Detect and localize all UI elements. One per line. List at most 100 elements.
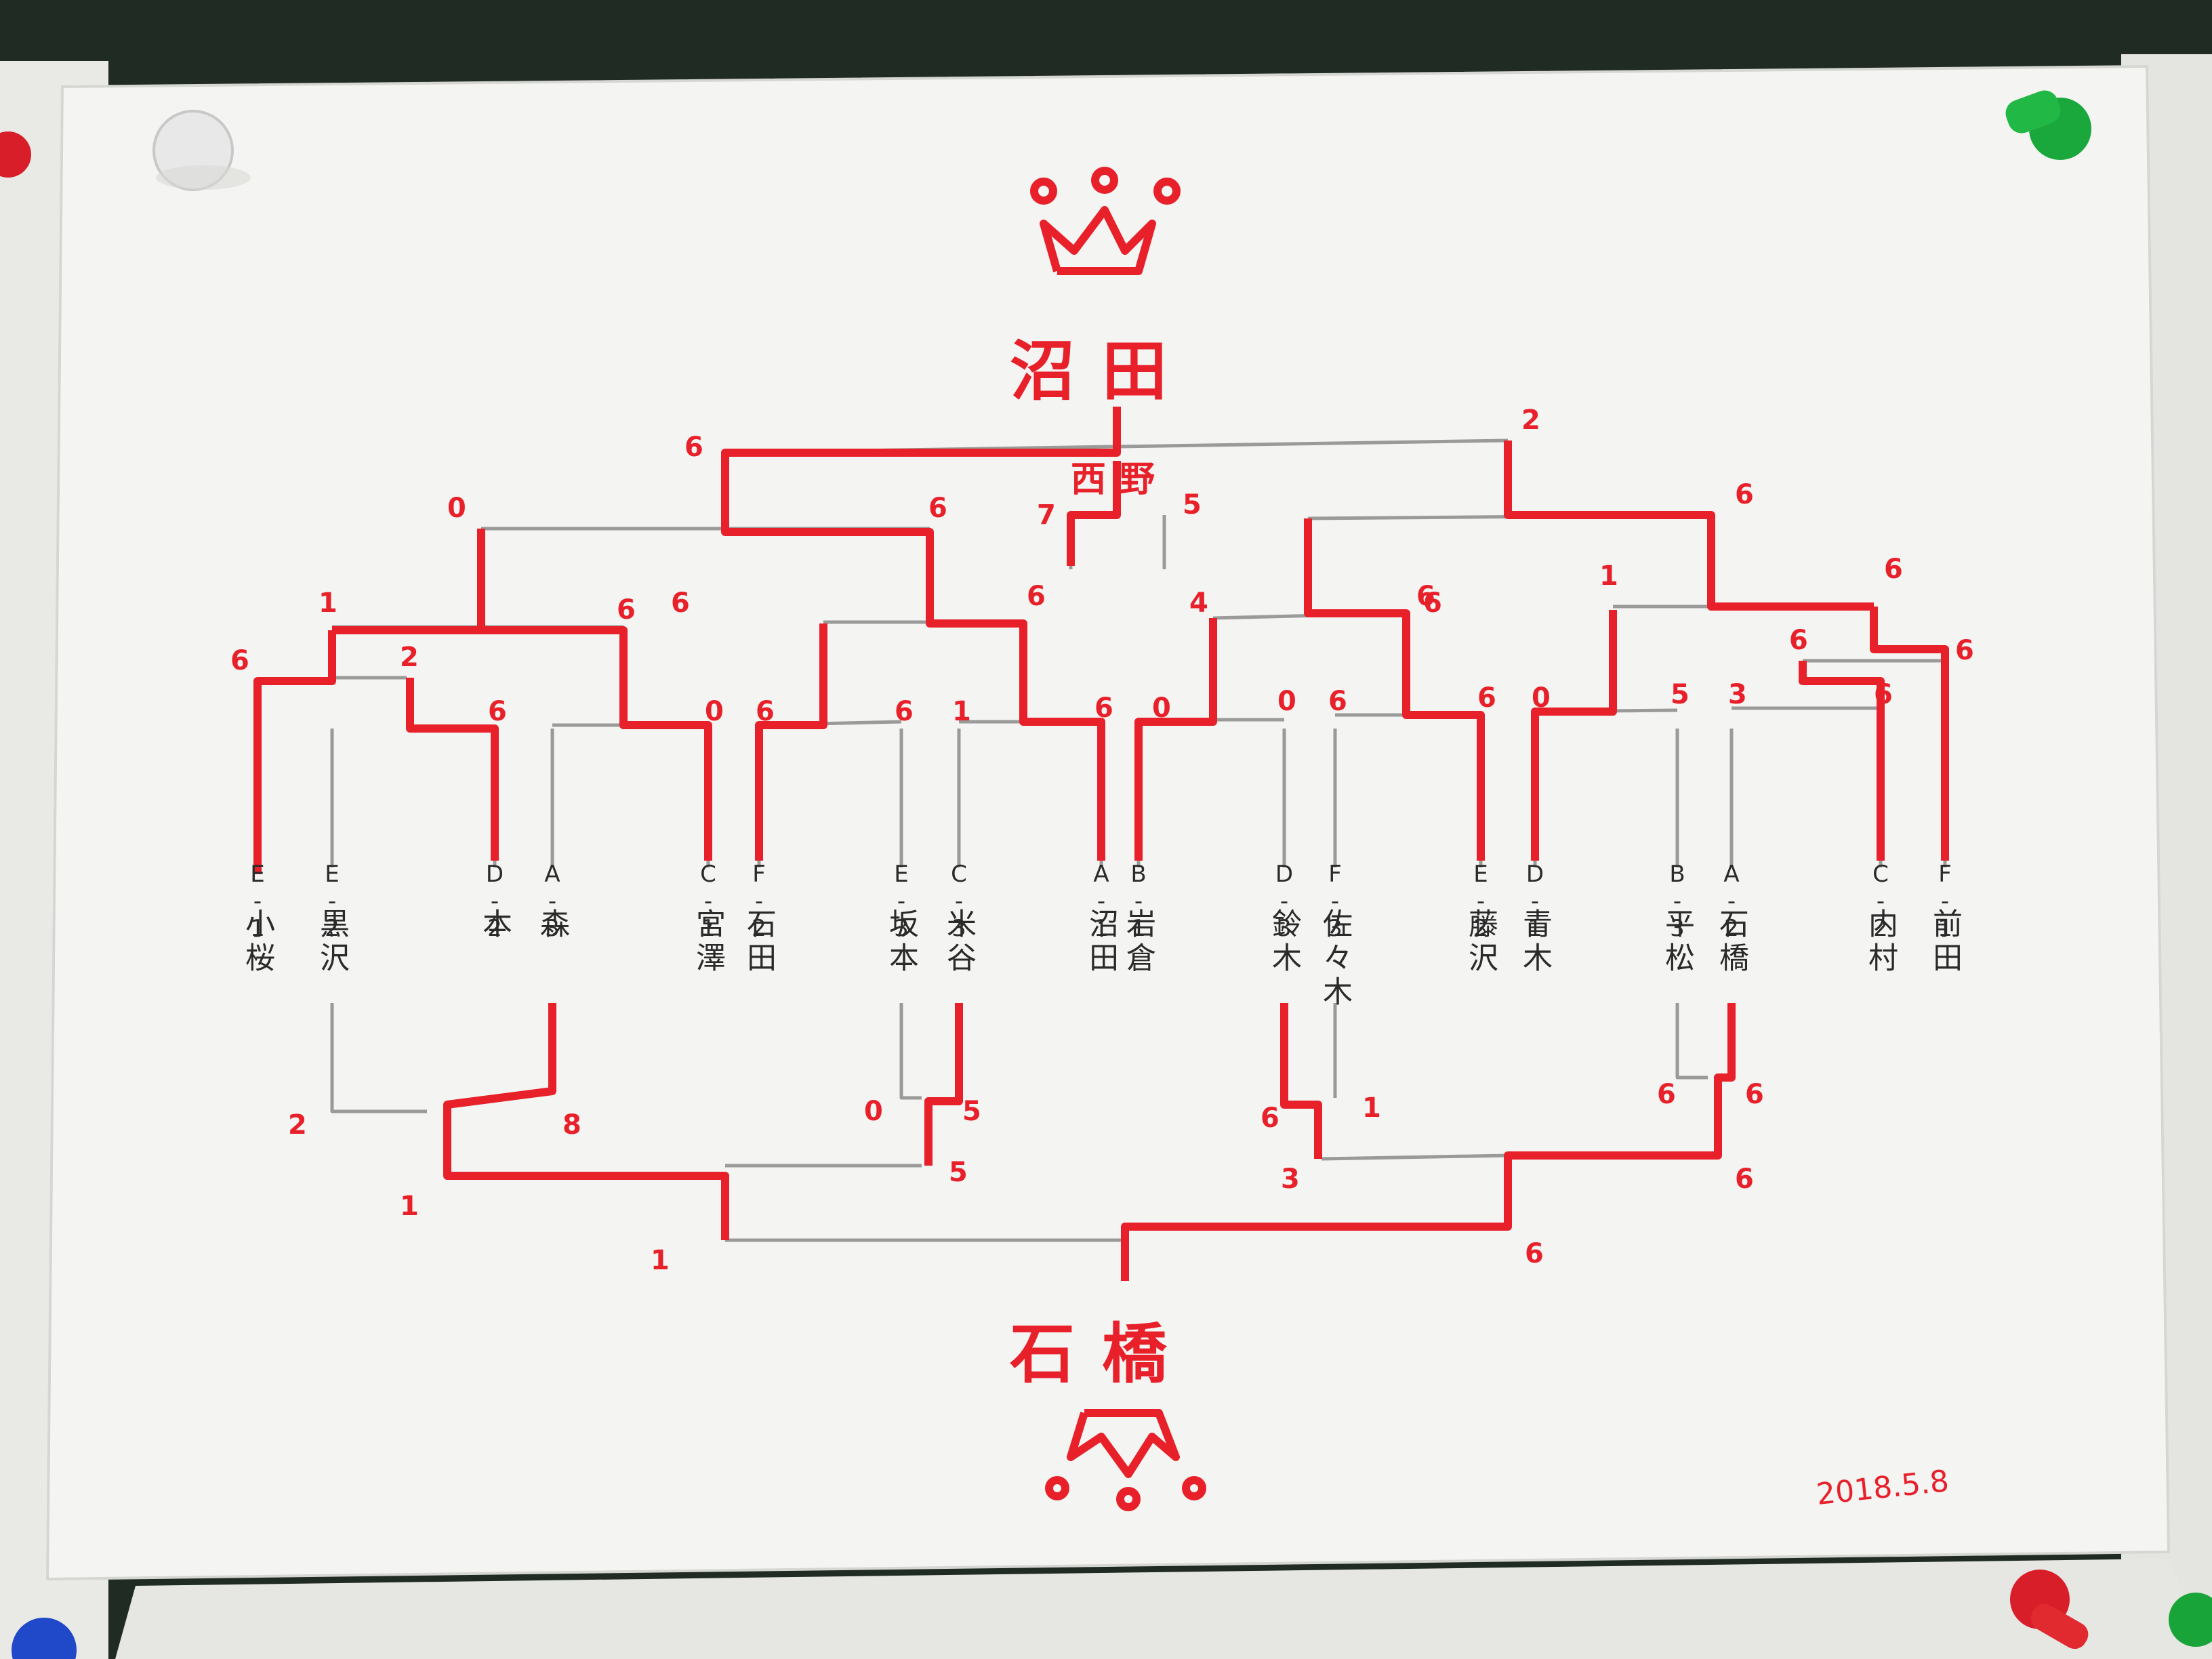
- bracket-line-winner: [721, 407, 1121, 861]
- player-name: 森: [535, 908, 569, 942]
- score-bottom: 6: [1261, 1103, 1279, 1134]
- player-name: 内村: [1863, 908, 1898, 976]
- score-top: 6: [1027, 581, 1046, 612]
- player-code: A-1: [1088, 861, 1115, 942]
- score-top: 6: [928, 493, 947, 524]
- score-bottom: 6: [1745, 1079, 1764, 1110]
- score-top: 1: [1599, 560, 1618, 592]
- score-top: 6: [230, 645, 249, 676]
- player-name: 平松: [1660, 908, 1694, 976]
- player-name: 岩倉: [1121, 908, 1155, 976]
- white-pin-icon: [152, 110, 251, 191]
- score-top: 0: [1152, 693, 1171, 724]
- player-code: F-3: [1322, 861, 1349, 942]
- score-top: 1: [319, 588, 337, 619]
- bracket-line-winner: [1121, 1003, 1736, 1281]
- score-bottom: 5: [949, 1157, 968, 1188]
- score-top: 0: [705, 696, 724, 727]
- score-top: 6: [1328, 686, 1347, 717]
- player-name: 黒沢: [314, 908, 349, 976]
- score-top: 6: [671, 588, 690, 619]
- score-top: 6: [1094, 693, 1113, 724]
- score-top: 1: [952, 696, 971, 727]
- player-name: 小桜: [240, 908, 274, 976]
- score-top: 2: [400, 642, 419, 673]
- score-top: 6: [1955, 635, 1974, 666]
- bracket-line-winner: [1870, 607, 1949, 861]
- player-name: 本: [477, 908, 512, 942]
- bracket-line: [330, 1003, 427, 1113]
- red-pin-icon: [0, 131, 2089, 1650]
- player-name: 前田: [1927, 908, 1962, 976]
- score-bottom: 0: [864, 1096, 883, 1127]
- blue-pin-icon: [12, 1618, 77, 1659]
- score-top: 6: [488, 696, 507, 727]
- score-top: 7: [1037, 499, 1056, 531]
- player-code: A-3: [539, 861, 566, 942]
- score-top: 5: [1671, 679, 1689, 710]
- player-code: C-2: [1867, 861, 1894, 942]
- player-code: E-2: [319, 861, 346, 942]
- score-bottom: 1: [400, 1191, 419, 1222]
- player-code: E-3: [888, 861, 915, 942]
- player-name: 沼田: [1084, 908, 1118, 976]
- bracket-line-winner: [1799, 661, 1885, 861]
- bracket-line: [1675, 1003, 1708, 1080]
- player-name: 石橋: [1714, 908, 1748, 976]
- player-name: 石田: [741, 908, 776, 976]
- player-name: 米谷: [941, 908, 976, 976]
- player-code: B-3: [1664, 861, 1691, 942]
- score-top: 6: [1477, 682, 1496, 714]
- score-top: 4: [1189, 588, 1208, 619]
- player-name: 坂本: [884, 908, 918, 976]
- score-top: 6: [1884, 554, 1903, 585]
- bracket-line-winner: [1304, 518, 1485, 861]
- player-code: A-2: [1718, 861, 1745, 942]
- bracket-line-winner: [755, 623, 827, 861]
- score-bottom: 5: [962, 1096, 981, 1127]
- champion-bottom-name: 石橋: [1010, 1316, 1194, 1392]
- bracket-line-winner: [406, 678, 499, 861]
- score-top: 6: [1416, 581, 1435, 612]
- score-top: 6: [617, 594, 636, 626]
- player-code: E-2: [1467, 861, 1494, 942]
- score-bottom: 3: [1281, 1164, 1300, 1195]
- bracket-line: [899, 1003, 922, 1100]
- bracket-line-winner: [1280, 1003, 1322, 1159]
- score-top: 6: [895, 696, 914, 727]
- score-bottom: 6: [1735, 1164, 1754, 1195]
- bracket-line-winner: [1504, 441, 1874, 611]
- score-top: 2: [1521, 405, 1540, 436]
- bracket-line-winner: [253, 630, 336, 874]
- score-top: 6: [1423, 588, 1442, 619]
- crown-icon: [1030, 167, 1181, 275]
- score-top: 5: [1183, 489, 1202, 520]
- score-top: 0: [447, 493, 466, 524]
- player-name: 鈴木: [1267, 908, 1301, 976]
- player-code: F-1: [1931, 861, 1959, 942]
- green-pin-icon: [2005, 90, 2091, 160]
- score-bottom: 1: [1362, 1092, 1381, 1124]
- player-code: C-3: [945, 861, 972, 942]
- final-line: [1067, 461, 1121, 566]
- player-code: E-1: [244, 861, 271, 942]
- player-code: D-3: [1271, 861, 1298, 942]
- bracket-line-winner: [1531, 610, 1617, 861]
- green-pin-icon: [2169, 1593, 2212, 1647]
- player-code: B-1: [1125, 861, 1152, 942]
- player-code: D-2: [481, 861, 508, 942]
- score-top: 0: [1532, 682, 1551, 714]
- score-top: 6: [1789, 625, 1808, 656]
- score-bottom: 2: [288, 1109, 307, 1141]
- bracket-line-winner: [443, 1003, 729, 1240]
- bracket-line-winner: [481, 626, 712, 861]
- player-name: 宮澤: [691, 908, 725, 976]
- score-top: 6: [1735, 479, 1754, 510]
- score-bottom: 6: [1525, 1238, 1544, 1269]
- player-name: 青木: [1517, 908, 1552, 976]
